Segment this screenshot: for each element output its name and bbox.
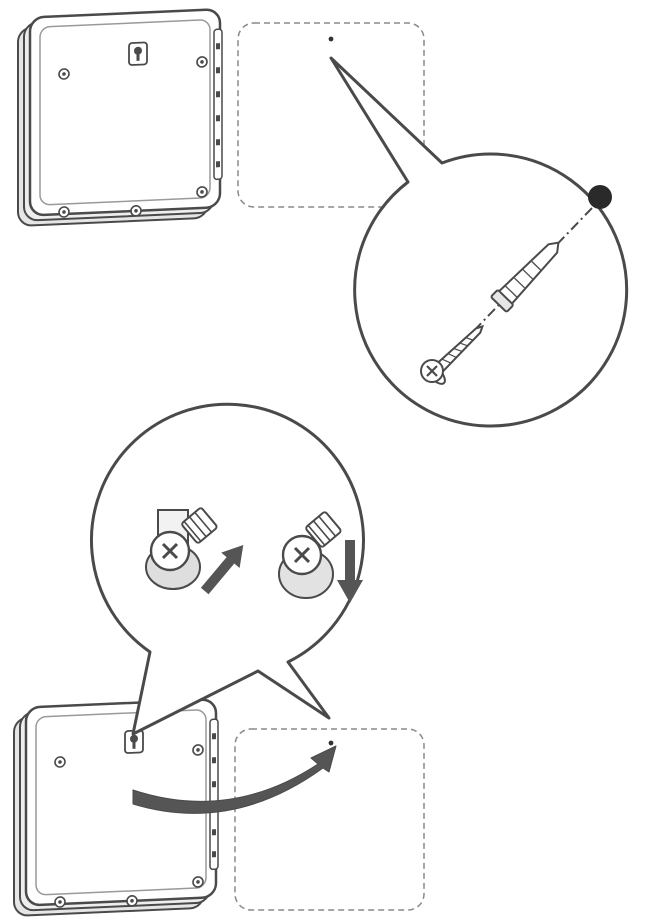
mounting-template-area bbox=[237, 22, 425, 208]
screw-in-keyhole-left bbox=[145, 507, 218, 590]
drill-point-2 bbox=[328, 740, 334, 746]
controller-back-view bbox=[16, 7, 224, 228]
drill-point-1 bbox=[328, 36, 334, 42]
curved-arrow-icon bbox=[132, 745, 337, 814]
down-arrow-icon bbox=[337, 540, 363, 603]
keyhole-slot bbox=[128, 41, 148, 66]
drill-hole-icon bbox=[588, 185, 612, 209]
keyhole-slot bbox=[124, 729, 144, 754]
up-arrow-icon bbox=[200, 545, 244, 595]
step-1 bbox=[16, 7, 629, 428]
wall-anchor-and-screw-callout bbox=[329, 56, 629, 428]
hinge-markers bbox=[216, 43, 220, 168]
screw-head-icon bbox=[420, 359, 444, 383]
mounting-template-area bbox=[234, 728, 425, 911]
screw-in-keyhole-right bbox=[278, 511, 342, 599]
wall-anchor-icon bbox=[490, 241, 560, 313]
keyhole-slot-callout bbox=[90, 402, 365, 736]
step-2 bbox=[12, 402, 425, 918]
